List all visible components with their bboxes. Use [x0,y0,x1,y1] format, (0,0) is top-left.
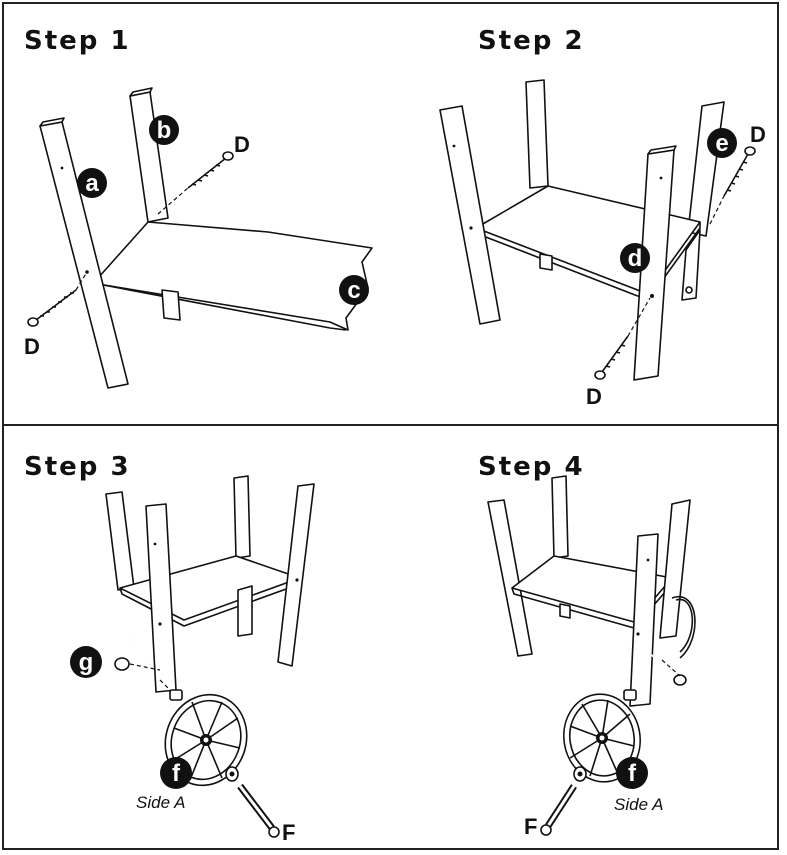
part-b-marker [149,115,179,145]
side-a-label: Side A [614,795,663,814]
step-2-illustration: d e D D [439,79,766,409]
leg-back-left [105,491,135,591]
leg-back-mid [233,475,251,559]
part-a-marker [77,168,107,198]
part-c-label: c [347,277,360,304]
part-f-label: f [172,760,181,787]
leg-lower-back [161,289,181,321]
leg-back-mid [551,475,569,559]
shelf-c [97,221,373,331]
part-f-label: f [628,760,637,787]
part-a-label: a [85,170,99,197]
leg-back-right [687,101,725,237]
part-g-label: g [79,649,94,676]
leg-back-right [659,499,691,639]
leg-right-lower [681,229,701,301]
step-3-illustration: g f Side [70,475,315,845]
part-d-marker [620,243,650,273]
screw-d-label-lower: D [586,384,602,409]
axle-g [114,639,171,691]
screw-e-right [709,146,756,225]
step-2-title: Step 2 [478,26,585,56]
leg-lower-stub [539,253,553,271]
bolt-f-label: F [282,820,295,845]
part-e-marker [707,128,737,158]
outer-frame [2,2,779,850]
step-4-illustration: f Side A F [487,475,696,839]
leg-back-left [525,79,549,189]
screw-d-label-left: D [24,334,40,359]
wheel-f [563,689,641,783]
side-a-label: Side A [136,793,185,812]
leg-d [633,145,677,381]
part-f-marker [160,757,192,789]
part-d-label: d [628,245,643,272]
shelf [119,555,301,627]
leg-front-right [277,483,315,667]
step-3-title: Step 3 [24,452,131,482]
leg-front-left [439,105,501,325]
bolt-f-label: F [524,814,537,839]
screw-d-label-right: D [234,132,250,157]
part-b-label: b [157,117,172,144]
leg-front-right [629,533,659,707]
horizontal-divider [2,424,779,426]
step-1-illustration: a b c D D [24,87,373,389]
step-1-title: Step 1 [24,26,131,56]
screw-d-right [157,151,234,215]
screw-d-label-e: D [750,122,766,147]
leg-lower-mid [237,585,253,637]
part-f-marker [616,757,648,789]
part-g-marker [70,646,102,678]
bolt-f [225,766,280,838]
screw-d-left [27,271,88,327]
leg-front-left [145,503,177,693]
leg-lower-stub [559,603,571,619]
leg-front-left [487,499,533,657]
bolt-f [540,766,587,836]
leg-a [39,117,129,389]
part-c-marker [339,275,369,305]
leg-b [129,87,169,223]
part-e-label: e [715,130,728,157]
screw-d-lower [594,297,651,380]
